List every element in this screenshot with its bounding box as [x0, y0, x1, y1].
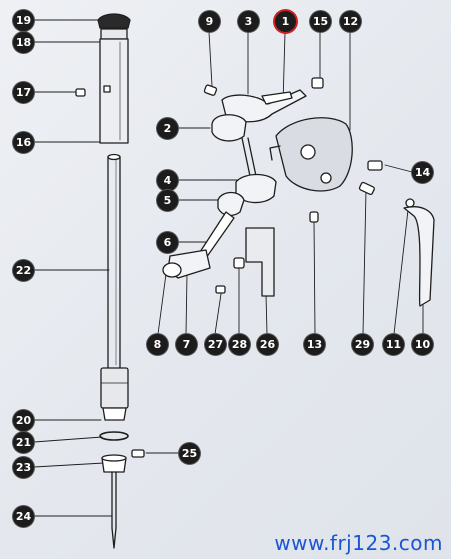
callout-18: 18 — [13, 32, 34, 53]
callout-12: 12 — [340, 11, 361, 32]
callout-10: 10 — [412, 334, 433, 355]
callout-11: 11 — [383, 334, 404, 355]
callout-20: 20 — [13, 410, 34, 431]
callout-24: 24 — [13, 506, 34, 527]
callout-26: 26 — [257, 334, 278, 355]
callout-1: 1 — [275, 11, 296, 32]
callout-5: 5 — [157, 190, 178, 211]
callout-15: 15 — [310, 11, 331, 32]
callout-28: 28 — [229, 334, 250, 355]
callout-19: 19 — [13, 10, 34, 31]
callout-3: 3 — [238, 11, 259, 32]
callout-4: 4 — [157, 170, 178, 191]
callout-17: 17 — [13, 82, 34, 103]
callout-8: 8 — [147, 334, 168, 355]
callout-9: 9 — [199, 11, 220, 32]
callout-22: 22 — [13, 260, 34, 281]
callout-23: 23 — [13, 457, 34, 478]
callout-21: 21 — [13, 432, 34, 453]
callout-14: 14 — [412, 162, 433, 183]
callout-13: 13 — [304, 334, 325, 355]
callout-7: 7 — [176, 334, 197, 355]
callout-16: 16 — [13, 132, 34, 153]
needle-bar-assembly — [75, 13, 145, 549]
callout-2: 2 — [157, 118, 178, 139]
callout-25: 25 — [179, 443, 200, 464]
watermark-url: www.frj123.com — [274, 531, 443, 555]
callout-6: 6 — [157, 232, 178, 253]
take-up-lever-group — [162, 77, 435, 307]
callout-29: 29 — [352, 334, 373, 355]
leader-lines — [33, 19, 424, 517]
callout-27: 27 — [205, 334, 226, 355]
